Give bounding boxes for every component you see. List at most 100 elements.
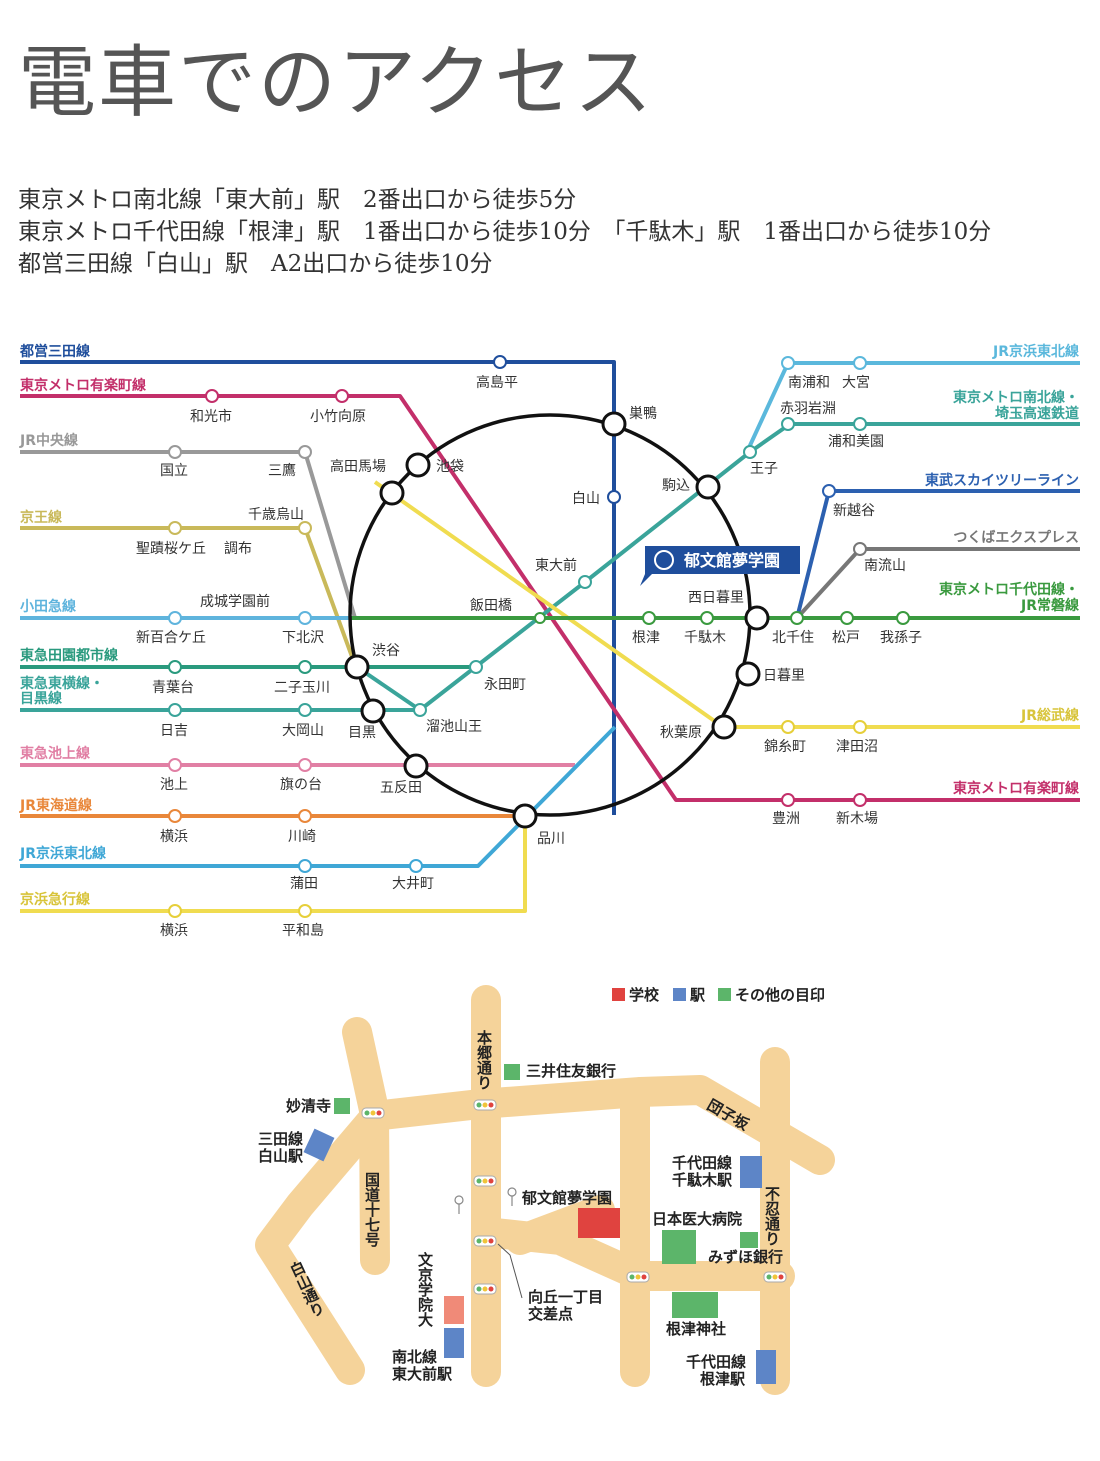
station-marker [168,445,182,459]
station-label: 和光市 [190,408,232,425]
station-marker [853,417,867,431]
station-label: 秋葉原 [660,725,702,741]
station-label: 南流山 [864,558,906,574]
station-marker [695,474,721,500]
station-label: 新百合ケ丘 [136,630,206,646]
school-logo-icon [654,550,674,570]
mita-line [20,360,616,815]
line-label: 小田急線 [20,598,76,615]
station-label: 巣鴨 [629,406,657,422]
station-marker [740,1156,762,1188]
station-label: 品川 [537,831,565,847]
landmark-marker [504,1064,520,1080]
station-marker [360,698,386,724]
school-badge: 郁文館夢学園 [640,546,800,586]
station-marker [298,703,312,717]
line-label: 東京メトロ有楽町線 [20,377,146,394]
station-marker [168,703,182,717]
traffic-light-icon [473,1099,497,1111]
line-label: 東京メトロ有楽町線 [953,780,1079,797]
station-label: 調布 [224,541,252,557]
station-label: 新木場 [836,811,878,827]
station-label: 高島平 [476,374,518,391]
station-marker [469,660,483,674]
station-label: 聖蹟桜ケ丘 [136,541,206,557]
line-label: 都営三田線 [19,343,90,360]
station-label: 国立 [160,463,188,479]
station-label: 池上 [160,777,188,793]
station-label: 目黒 [348,725,376,741]
line-label: 目黒線 [20,690,62,707]
station-label: 二子玉川 [274,680,330,696]
line-label: JR京浜東北線 [19,845,106,862]
station-marker [298,758,312,772]
station-marker [781,356,795,370]
page-title: 電車でのアクセス [18,38,655,128]
traffic-light-icon [473,1235,497,1247]
station-marker [168,904,182,918]
line-label: 東武スカイツリーライン [925,472,1079,489]
station-marker [711,714,737,740]
line-label: JR東海道線 [19,797,92,814]
line-label: 京王線 [20,509,62,526]
station-marker [790,611,804,625]
station-marker [168,758,182,772]
callout-line [497,1243,523,1299]
station-marker [534,612,546,624]
station-marker [298,904,312,918]
legend-label: 学校 [629,986,660,1004]
station-label: 浦和美園 [828,434,884,450]
station-label: 川崎 [288,829,316,845]
station-label: 駒込 [662,478,690,494]
station-label: 成城学園前 [200,593,270,610]
line-label: 東京メトロ千代田線・ [939,581,1079,598]
landmark-marker [334,1098,350,1114]
station-label: 横浜 [160,923,188,939]
place-label: 白山駅 [258,1147,304,1165]
station-label: 溜池山王 [426,719,482,735]
station-label: 西日暮里 [688,590,744,606]
station-label: 新越谷 [833,503,875,519]
station-marker [168,660,182,674]
access-line: 都営三田線「白山」駅 A2出口から徒歩10分 [18,251,493,277]
station-marker [822,484,836,498]
station-marker [298,859,312,873]
place-label: 三井住友銀行 [526,1062,616,1080]
station-marker [607,490,621,504]
namboku-line [355,422,1080,712]
place-label: 千代田線 [672,1154,732,1172]
traffic-light-icon [361,1107,385,1119]
line-label: つくばエクスプレス [953,530,1079,546]
line-label: 東急田園都市線 [20,647,118,664]
place-label: 向丘一丁目 [528,1288,603,1306]
station-marker [493,355,507,369]
station-marker [700,611,714,625]
road-label: 国道十七号 [363,1172,381,1248]
station-marker [405,452,431,478]
school-badge-label: 郁文館夢学園 [683,551,780,570]
station-label: 錦糸町 [764,738,806,755]
station-marker [578,575,592,589]
keikyu-line [20,816,527,913]
line-label: JR常磐線 [1020,597,1079,614]
line-label: JR中央線 [19,432,78,449]
station-label: 千駄木 [684,630,726,646]
landmark-marker [740,1232,758,1248]
station-label: 池袋 [436,459,464,475]
place-label: 郁文館夢学園 [521,1189,612,1207]
station-marker [444,1328,464,1358]
station-label: 下北沢 [282,630,324,646]
station-marker [413,703,427,717]
traffic-light-icon [473,1175,497,1187]
station-marker [642,611,656,625]
station-label: 根津 [632,630,660,646]
traffic-light-icon [763,1271,787,1283]
line-label: 東京メトロ南北線・ [953,389,1079,406]
station-marker [403,753,429,779]
place-label: 千代田線 [686,1353,746,1371]
place-label: 東大前駅 [392,1365,453,1383]
station-label: 横浜 [160,829,188,845]
station-marker [298,521,312,535]
access-info: 東京メトロ南北線「東大前」駅 2番出口から徒歩5分 東京メトロ千代田線「根津」駅… [18,184,991,280]
station-label: 白山 [572,491,600,507]
